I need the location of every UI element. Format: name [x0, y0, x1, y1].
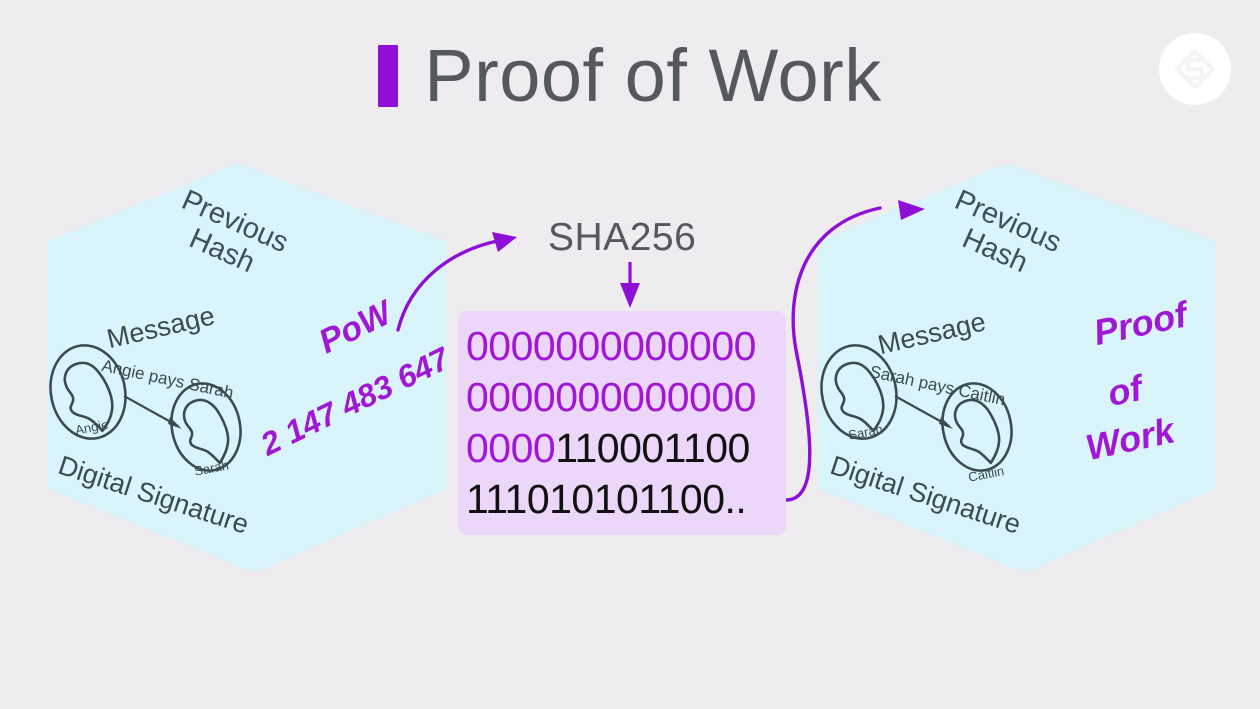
left-block-transaction-arrow — [123, 395, 182, 429]
right-block-sender-avatar — [820, 344, 898, 440]
arrow-block-to-sha-icon — [396, 232, 517, 332]
hash-line: 0000000000000 — [466, 372, 786, 423]
right-block-transaction-arrow — [894, 395, 953, 429]
arrow-sha-to-hash-icon — [620, 262, 640, 308]
left-block-receiver-avatar — [170, 382, 242, 472]
hash-bits: 110001100 — [555, 425, 750, 471]
arrow-hash-to-next-block-icon — [784, 200, 925, 502]
hash-leading-zeros: 0000000000000 — [466, 323, 756, 369]
page-header: Proof of Work — [0, 26, 1260, 126]
brand-diamond-logo-icon — [1159, 33, 1231, 105]
hash-leading-zeros: 0000 — [466, 425, 556, 471]
hash-output-block: 0000000000000 0000000000000 000011000110… — [458, 311, 786, 535]
hash-line: 111010101100.. — [466, 474, 786, 525]
hash-leading-zeros: 0000000000000 — [466, 374, 756, 420]
hash-line: 0000000000000 — [466, 321, 786, 372]
hash-bits: 111010101100.. — [466, 476, 747, 522]
sha256-label: SHA256 — [548, 216, 697, 259]
title-accent-bar — [378, 45, 399, 107]
page-title: Proof of Work — [424, 34, 882, 117]
right-block-receiver-avatar — [941, 382, 1013, 472]
left-block-cube — [48, 163, 446, 573]
left-block-sender-avatar — [49, 344, 127, 440]
hash-line: 0000110001100 — [466, 423, 786, 474]
right-block-cube — [818, 163, 1215, 573]
